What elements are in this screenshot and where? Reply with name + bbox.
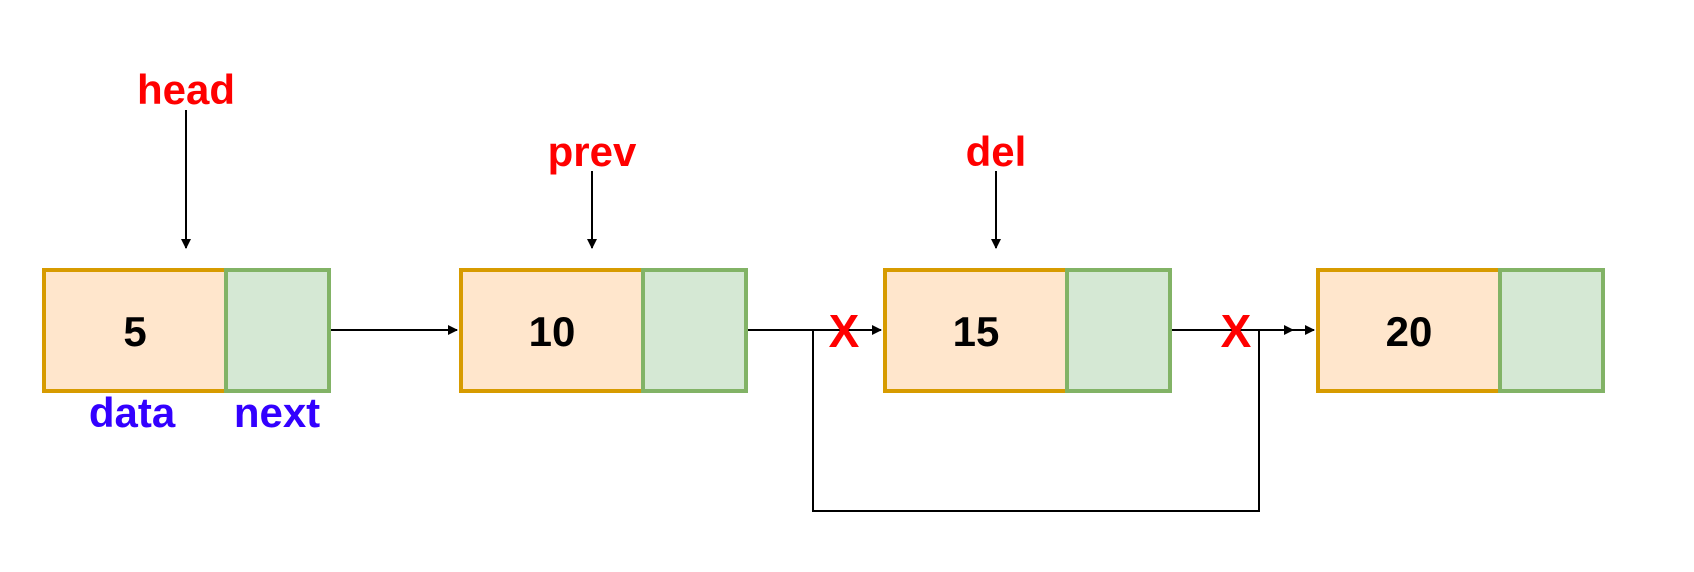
node-1-data-value: 5	[123, 308, 146, 355]
data-field-label: data	[89, 389, 176, 436]
node-4: 20	[1316, 268, 1605, 393]
head-pointer-label: head	[137, 66, 235, 113]
break-mark-1: X	[829, 305, 860, 357]
node-1: 5	[42, 268, 331, 393]
node-4-next-cell	[1498, 268, 1605, 393]
node-2-data-cell	[459, 268, 645, 393]
node-3-data-value: 15	[953, 308, 1000, 355]
node-1-next-cell	[224, 268, 331, 393]
prev-pointer-label: prev	[548, 128, 637, 175]
node-3-next-cell	[1065, 268, 1172, 393]
break-mark-2: X	[1221, 305, 1252, 357]
node-4-data-value: 20	[1386, 308, 1433, 355]
node-2-data-value: 10	[529, 308, 576, 355]
node-2-next-cell	[641, 268, 748, 393]
node-2: 10	[459, 268, 748, 393]
node-3-data-cell	[883, 268, 1069, 393]
del-pointer-label: del	[966, 128, 1027, 175]
bypass-link-node2-to-node4	[812, 330, 1260, 512]
node-3: 15	[883, 268, 1172, 393]
next-field-label: next	[234, 389, 320, 436]
node-1-data-cell	[42, 268, 228, 393]
link-node3-to-node4-extra-arrowhead	[1284, 325, 1294, 335]
